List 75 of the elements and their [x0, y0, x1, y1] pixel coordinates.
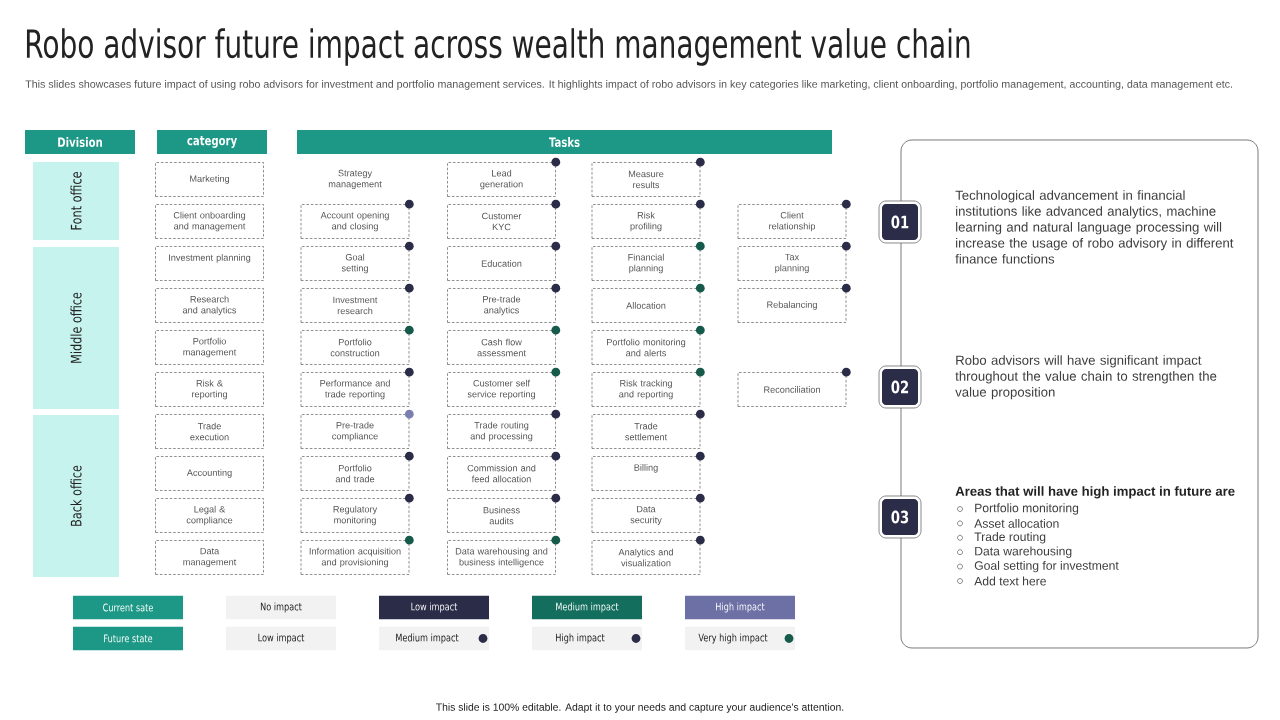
division-band: Middle office: [33, 247, 119, 409]
task-box: Measure results: [591, 162, 701, 197]
task-box: Risk profiling: [591, 204, 701, 239]
header-bar: category: [157, 130, 267, 154]
legend-key: High impact: [685, 595, 795, 620]
legend-key: No impact: [226, 595, 336, 620]
task-box: Pre-trade compliance: [300, 414, 410, 449]
legend-key: High impact: [532, 626, 642, 651]
task-label: Strategy management: [328, 169, 382, 190]
task-box: Tax planning: [737, 246, 847, 281]
task-box: Business audits: [447, 498, 556, 533]
division-band: Back office: [33, 415, 119, 577]
category-box: Research and analytics: [155, 288, 264, 323]
list-item: Trade routing: [974, 532, 1046, 544]
task-box: Portfolio monitoring and alerts: [591, 330, 701, 365]
category-box: Investment planning: [155, 246, 264, 281]
task-box: Education: [447, 246, 556, 281]
legend-key: Medium impact: [532, 595, 642, 620]
task-box: Data security: [591, 498, 701, 533]
title: Robo advisor future impact across wealth management value chain: [26, 28, 970, 66]
category-box: Client onboarding and management: [155, 204, 264, 239]
list-item: Portfolio monitoring: [975, 503, 1079, 515]
task-box: Information acquisition and provisioning: [300, 540, 410, 575]
list-heading: Areas that will have high impact in future are: [955, 486, 1235, 499]
task-box: Lead generation: [447, 162, 556, 197]
legend-key: Low impact: [226, 626, 336, 651]
task-box: Regulatory monitoring: [300, 498, 410, 533]
header-bar: Tasks: [297, 130, 832, 154]
legend-key: Very high impact: [685, 626, 795, 651]
task-box: Data warehousing and business intelligence: [447, 540, 556, 575]
task-box: Client relationship: [737, 204, 847, 239]
task-box: Rebalancing: [737, 288, 847, 323]
task-box: Pre-trade analytics: [447, 288, 556, 323]
task-box: Account opening and closing: [300, 204, 410, 239]
category-box: Marketing: [155, 162, 264, 197]
task-box: Reconciliation: [737, 372, 847, 407]
legend-key: Future state: [73, 626, 183, 651]
legend-key: Medium impact: [379, 626, 489, 651]
paragraph: Technological advancement in financial institutions like advanced analytics, machine learning and natural language processing will increase the usage of robo advisory in different finance functions: [955, 190, 1234, 264]
subtitle: This slides showcases future impact of using robo advisors for investment and portfolio management services. It highlights impact of robo advisors in key categories like marketing, client onboarding, portfolio management, accounting, data management etc.: [25, 80, 1232, 90]
task-box: Trade routing and processing: [447, 414, 556, 449]
task-box: Cash flow assessment: [447, 330, 556, 365]
list-item: Asset allocation: [974, 518, 1059, 528]
task-box: Risk tracking and reporting: [591, 372, 701, 407]
list-item: Data warehousing: [975, 546, 1072, 558]
number-badge: 01: [878, 200, 922, 244]
category-box: Portfolio management: [155, 330, 264, 365]
header-bar: Division: [25, 130, 135, 154]
task-box: Goal setting: [300, 246, 410, 281]
category-box: Legal & compliance: [155, 498, 264, 533]
footer-note: This slide is 100% editable. Adapt it to your needs and capture your audience's attention.: [436, 703, 844, 713]
task-box: Analytics and visualization: [591, 540, 701, 575]
task-box: Financial planning: [591, 246, 701, 281]
task-box: Performance and trade reporting: [300, 372, 410, 407]
list-item: Add text here: [974, 576, 1046, 586]
number-badge: 03: [878, 495, 922, 539]
paragraph: Robo advisors will have significant impact throughout the value chain to strengthen the value proposition: [955, 355, 1217, 400]
task-box: Portfolio and trade: [300, 456, 410, 491]
task-box: Investment research: [300, 288, 410, 323]
division-band: Font office: [33, 162, 119, 240]
legend-key: Low impact: [379, 595, 489, 620]
category-box: Data management: [155, 540, 264, 575]
legend-key: Current sate: [73, 595, 183, 620]
number-badge: 02: [878, 365, 922, 409]
task-box: Customer self service reporting: [447, 372, 556, 407]
task-box: Allocation: [591, 288, 701, 323]
task-box: Trade settlement: [591, 414, 701, 449]
category-box: Risk & reporting: [155, 372, 264, 407]
task-box: Billing: [591, 456, 701, 491]
task-box: Customer KYC: [447, 204, 556, 239]
category-box: Trade execution: [155, 414, 264, 449]
list-item: Goal setting for investment: [974, 560, 1119, 573]
task-box: Commission and feed allocation: [447, 456, 556, 491]
task-box: Portfolio construction: [300, 330, 410, 365]
category-box: Accounting: [155, 456, 264, 491]
